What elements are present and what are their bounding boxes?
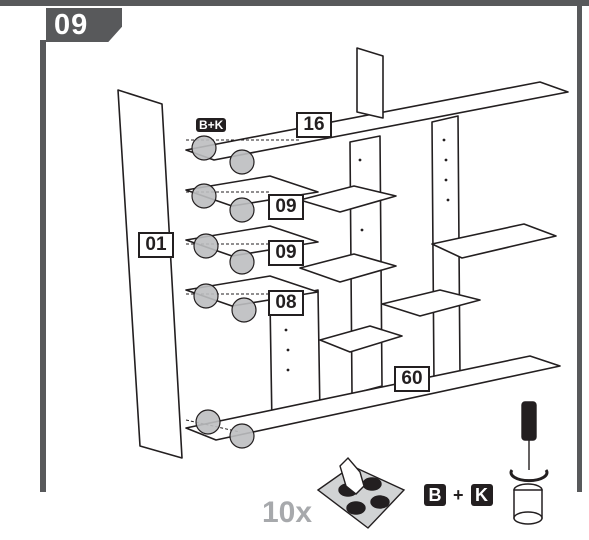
fitting-circle xyxy=(193,233,219,259)
part-label-base: 60 xyxy=(394,366,430,392)
rotate-arrow-icon xyxy=(509,469,549,483)
frame-left-border xyxy=(40,40,46,492)
hand-icon xyxy=(339,456,365,495)
part-label-shelf-lower: 08 xyxy=(268,290,304,316)
fitting-circle xyxy=(229,149,255,175)
fitting-circle xyxy=(195,409,221,435)
fitting-circle xyxy=(191,183,217,209)
frame-right-border xyxy=(577,0,582,492)
left-shelf-09-a xyxy=(185,175,319,207)
lower-center-shelf xyxy=(381,289,481,317)
part-label-top-shelf: 16 xyxy=(296,112,332,138)
part-label-side-panel: 01 xyxy=(138,232,174,258)
middle-shelf-1 xyxy=(299,185,397,213)
fitting-circle xyxy=(191,135,217,161)
fitting-label-small: B+K xyxy=(196,118,227,132)
back-post-part xyxy=(356,47,384,119)
middle-shelf-2 xyxy=(299,253,397,283)
middle-shelf-3 xyxy=(319,325,403,353)
fitting-circle xyxy=(229,197,255,223)
right-shelf-part xyxy=(431,223,557,259)
frame-top-border xyxy=(0,0,589,6)
fitting-circle xyxy=(229,249,255,275)
pad-quantity: 10x xyxy=(262,496,313,529)
side-panel-part xyxy=(117,89,183,459)
fitting-circle xyxy=(229,423,255,449)
fitting-circle xyxy=(193,283,219,309)
part-label-shelf-upper: 09 xyxy=(268,194,304,220)
fitting-circle xyxy=(231,297,257,323)
cam-lock-icon xyxy=(513,483,543,525)
part-label-shelf-middle: 09 xyxy=(268,240,304,266)
fitting-label-large: B + K xyxy=(424,484,493,506)
felt-pad-sheet xyxy=(316,465,406,529)
step-number: 09 xyxy=(54,9,89,41)
step-number-box xyxy=(46,8,122,42)
screwdriver-icon xyxy=(521,401,537,470)
